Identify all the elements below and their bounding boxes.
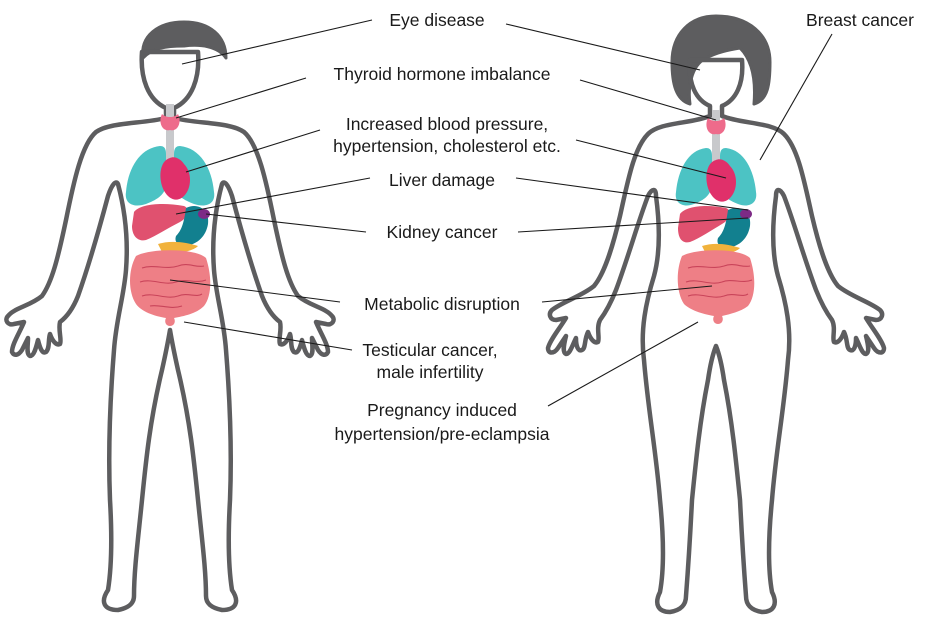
label-liver: Liver damage	[389, 170, 495, 190]
label-testicular-line2: male infertility	[377, 362, 484, 382]
leader-kidney-male	[206, 214, 366, 232]
label-breast-cancer: Breast cancer	[806, 10, 914, 30]
female-figure	[548, 16, 884, 612]
label-blood-pressure-line2: hypertension, cholesterol etc.	[333, 136, 561, 156]
labels: Eye disease Breast cancer Thyroid hormon…	[333, 10, 914, 444]
label-kidney: Kidney cancer	[387, 222, 498, 242]
male-lung-left	[126, 146, 166, 206]
label-blood-pressure-line1: Increased blood pressure,	[346, 114, 548, 134]
label-pregnancy-line2: hypertension/pre-eclampsia	[335, 424, 550, 444]
female-kidney	[740, 209, 752, 219]
leader-breast	[760, 34, 832, 160]
leader-pregnancy	[548, 322, 698, 406]
female-intestines	[678, 250, 755, 324]
female-trachea	[712, 110, 720, 164]
label-pregnancy-line1: Pregnancy induced	[367, 400, 517, 420]
label-eye-disease: Eye disease	[389, 10, 484, 30]
leader-bp-male	[186, 130, 320, 172]
label-metabolic: Metabolic disruption	[364, 294, 520, 314]
label-thyroid: Thyroid hormone imbalance	[334, 64, 551, 84]
male-figure	[6, 22, 333, 610]
male-trachea	[166, 104, 174, 160]
male-intestines	[130, 250, 210, 326]
leader-thyroid-female	[580, 80, 716, 120]
label-testicular-line1: Testicular cancer,	[362, 340, 497, 360]
